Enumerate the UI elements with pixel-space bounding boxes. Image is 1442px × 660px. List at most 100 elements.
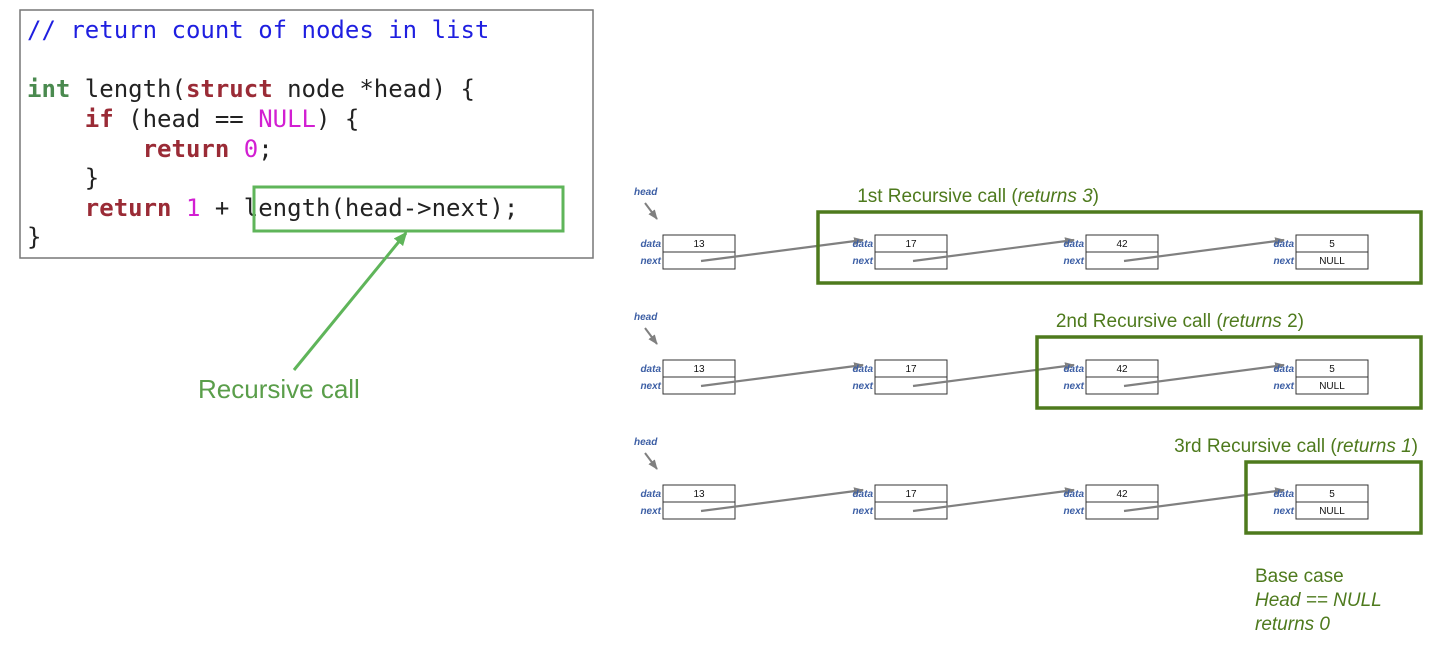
next-pointer-arrow: [912, 237, 1075, 263]
node-value: 5: [1329, 489, 1335, 500]
next-label: next: [1063, 256, 1084, 267]
recursive-call-arrow: [292, 231, 408, 371]
recursive-call-caption: 1st Recursive call (returns 3): [857, 186, 1099, 207]
code-token: length(head->next);: [244, 194, 519, 222]
next-cell: [1295, 501, 1369, 520]
code-line: int length(struct node *head) {: [27, 75, 475, 103]
head-label: head: [634, 437, 658, 448]
next-pointer-arrow: [1123, 237, 1285, 263]
next-label: next: [1063, 506, 1084, 517]
recursive-call-highlight: [252, 185, 565, 233]
list-node: data next 42: [1063, 234, 1285, 270]
code-token: return: [143, 135, 230, 163]
next-label: next: [1273, 506, 1294, 517]
next-cell: [662, 376, 736, 395]
data-label: data: [1273, 239, 1294, 250]
next-cell: [874, 251, 948, 270]
recursive-call-caption: 3rd Recursive call (returns 1): [1174, 436, 1418, 457]
next-cell: [662, 501, 736, 520]
next-label: next: [640, 381, 661, 392]
next-pointer-arrow: [700, 237, 864, 263]
next-label: next: [852, 506, 873, 517]
data-label: data: [1273, 364, 1294, 375]
code-token: length(: [70, 75, 186, 103]
null-pointer: NULL: [1319, 381, 1345, 392]
head-arrow: [644, 452, 658, 470]
node-value: 17: [905, 364, 917, 375]
data-label: data: [640, 364, 661, 375]
next-cell: [1295, 251, 1369, 270]
head-arrow: [644, 202, 658, 220]
node-value: 13: [693, 239, 705, 250]
code-token: }: [27, 164, 99, 192]
next-cell: [874, 376, 948, 395]
code-token: NULL: [258, 105, 316, 133]
code-line: return 0;: [27, 135, 273, 163]
code-line: if (head == NULL) {: [27, 105, 359, 133]
code-token: if: [85, 105, 114, 133]
code-token: struct: [186, 75, 273, 103]
base-case-note: Base case Head == NULL returns 0: [1255, 566, 1382, 635]
node-value: 5: [1329, 364, 1335, 375]
node-value: 17: [905, 239, 917, 250]
recursive-call-frame: [1035, 335, 1423, 410]
caption-part: returns 3: [1018, 186, 1093, 207]
next-pointer-arrow: [700, 362, 864, 388]
caption-part: 3rd Recursive call (: [1174, 436, 1337, 457]
recursive-call-label: Recursive call: [198, 374, 360, 404]
next-label: next: [852, 256, 873, 267]
code-token: [229, 135, 243, 163]
data-label: data: [640, 239, 661, 250]
recursive-call-frame: [816, 210, 1423, 285]
code-line: // return count of nodes in list: [27, 16, 489, 44]
next-label: next: [1273, 381, 1294, 392]
code-token: [27, 105, 85, 133]
next-cell: [874, 501, 948, 520]
code-token: // return count of nodes in list: [27, 16, 489, 44]
next-label: next: [1063, 381, 1084, 392]
node-value: 5: [1329, 239, 1335, 250]
code-token: [172, 194, 186, 222]
data-label: data: [1063, 364, 1084, 375]
next-cell: [662, 251, 736, 270]
next-label: next: [640, 506, 661, 517]
code-token: 1: [186, 194, 200, 222]
data-label: data: [852, 364, 873, 375]
next-cell: [1085, 251, 1159, 270]
code-token: node *head) {: [273, 75, 475, 103]
data-label: data: [1063, 489, 1084, 500]
next-label: next: [1273, 256, 1294, 267]
code-token: 0: [244, 135, 258, 163]
node-value: 42: [1116, 239, 1128, 250]
base-case-condition: Head == NULL: [1255, 590, 1382, 611]
code-token: int: [27, 75, 70, 103]
data-label: data: [852, 239, 873, 250]
data-label: data: [1063, 239, 1084, 250]
next-cell: [1295, 376, 1369, 395]
node-value: 17: [905, 489, 917, 500]
caption-part: 2nd Recursive call (: [1056, 311, 1224, 332]
null-pointer: NULL: [1319, 506, 1345, 517]
code-token: }: [27, 223, 41, 251]
next-cell: [1085, 501, 1159, 520]
caption-part: ): [1412, 436, 1418, 457]
code-token: ;: [258, 135, 272, 163]
node-value: 42: [1116, 364, 1128, 375]
head-label: head: [634, 312, 658, 323]
base-case-return: returns 0: [1255, 614, 1330, 635]
base-case-title: Base case: [1255, 566, 1344, 587]
node-value: 13: [693, 489, 705, 500]
next-pointer-arrow: [1123, 487, 1285, 513]
caption-part: 2): [1282, 311, 1304, 332]
next-pointer-arrow: [700, 487, 864, 513]
